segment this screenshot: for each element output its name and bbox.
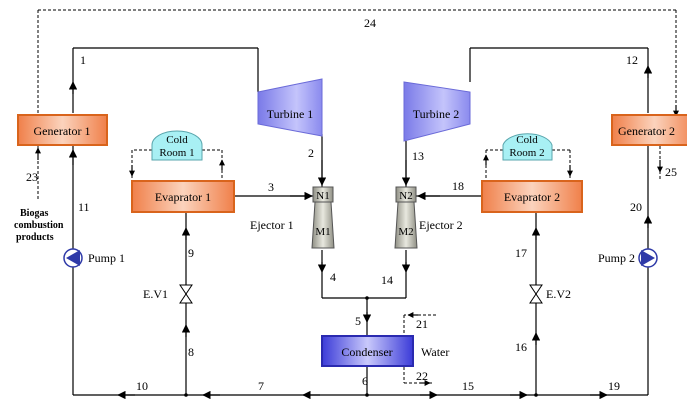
cold-room-2: Cold Room 2 [502, 133, 553, 161]
state-12: 12 [626, 53, 638, 67]
state-24: 24 [364, 16, 376, 30]
evaporator-1: Evaprator 1 [131, 180, 235, 213]
state-8: 8 [188, 345, 194, 359]
state-25: 25 [665, 165, 677, 179]
state-1: 1 [80, 53, 86, 67]
ejector-2-label: Ejector 2 [419, 218, 463, 232]
state-23: 23 [26, 170, 38, 184]
state-2: 2 [308, 146, 314, 160]
svg-text:M2: M2 [398, 226, 413, 238]
svg-text:Room 2: Room 2 [509, 147, 544, 159]
svg-text:Turbine 1: Turbine 1 [267, 107, 314, 121]
evaporator-2: Evaprator 2 [481, 180, 583, 213]
state-6: 6 [362, 374, 368, 388]
svg-text:Condenser: Condenser [341, 345, 392, 359]
state-7: 7 [258, 379, 264, 393]
svg-text:Biogas: Biogas [20, 208, 48, 219]
svg-text:products: products [16, 232, 54, 243]
svg-text:M1: M1 [315, 226, 330, 238]
svg-text:Cold: Cold [516, 134, 538, 146]
expansion-valve-2 [529, 284, 543, 304]
generator-1: Generator 1 [17, 114, 108, 146]
pump-2 [638, 248, 658, 268]
generator-2: Generator 2 [611, 114, 687, 146]
svg-text:N1: N1 [316, 190, 329, 202]
water-label: Water [421, 345, 449, 359]
turbine-2: Turbine 2 [403, 81, 471, 142]
expansion-valve-1 [179, 284, 193, 304]
pump-1-label: Pump 1 [88, 251, 125, 265]
state-9: 9 [188, 246, 194, 260]
junction-dots [184, 296, 538, 397]
state-3: 3 [268, 180, 274, 194]
svg-text:Turbine 2: Turbine 2 [413, 107, 460, 121]
state-10: 10 [136, 379, 148, 393]
state-21: 21 [416, 317, 428, 331]
ejector-2: N2 M2 [394, 186, 418, 249]
ejector-1: N1 M1 [311, 186, 335, 249]
state-14: 14 [381, 273, 393, 287]
svg-text:Generator 1: Generator 1 [34, 124, 91, 138]
state-4: 4 [330, 270, 336, 284]
biogas-label: Biogas combustion products [14, 208, 64, 243]
svg-text:Room 1: Room 1 [159, 147, 194, 159]
svg-text:Evaprator 1: Evaprator 1 [155, 190, 211, 204]
svg-text:combustion: combustion [14, 220, 64, 231]
turbine-1: Turbine 1 [257, 78, 323, 137]
state-15: 15 [462, 379, 474, 393]
condenser: Condenser [321, 335, 414, 367]
ev1-label: E.V1 [143, 287, 168, 301]
state-19: 19 [608, 379, 620, 393]
ev2-label: E.V2 [546, 287, 571, 301]
state-20: 20 [630, 200, 642, 214]
cold-room-1: Cold Room 1 [151, 130, 203, 161]
state-22: 22 [416, 369, 428, 383]
state-17: 17 [515, 246, 527, 260]
pump-2-label: Pump 2 [598, 251, 635, 265]
state-numbers: 1 2 3 4 5 6 7 8 9 10 11 12 13 14 15 16 1… [26, 16, 677, 393]
state-18: 18 [452, 179, 464, 193]
state-16: 16 [515, 340, 527, 354]
state-5: 5 [355, 314, 361, 328]
svg-text:N2: N2 [399, 190, 412, 202]
component-labels: Ejector 1 Ejector 2 Pump 1 Pump 2 E.V1 E… [88, 218, 635, 359]
svg-text:Cold: Cold [166, 134, 188, 146]
svg-text:Evaprator 2: Evaprator 2 [504, 190, 560, 204]
dashed-lines [37, 9, 677, 384]
svg-text:Generator 2: Generator 2 [618, 124, 675, 138]
state-11: 11 [78, 200, 90, 214]
ejector-1-label: Ejector 1 [250, 218, 294, 232]
state-13: 13 [412, 149, 424, 163]
pump-1 [63, 248, 83, 268]
